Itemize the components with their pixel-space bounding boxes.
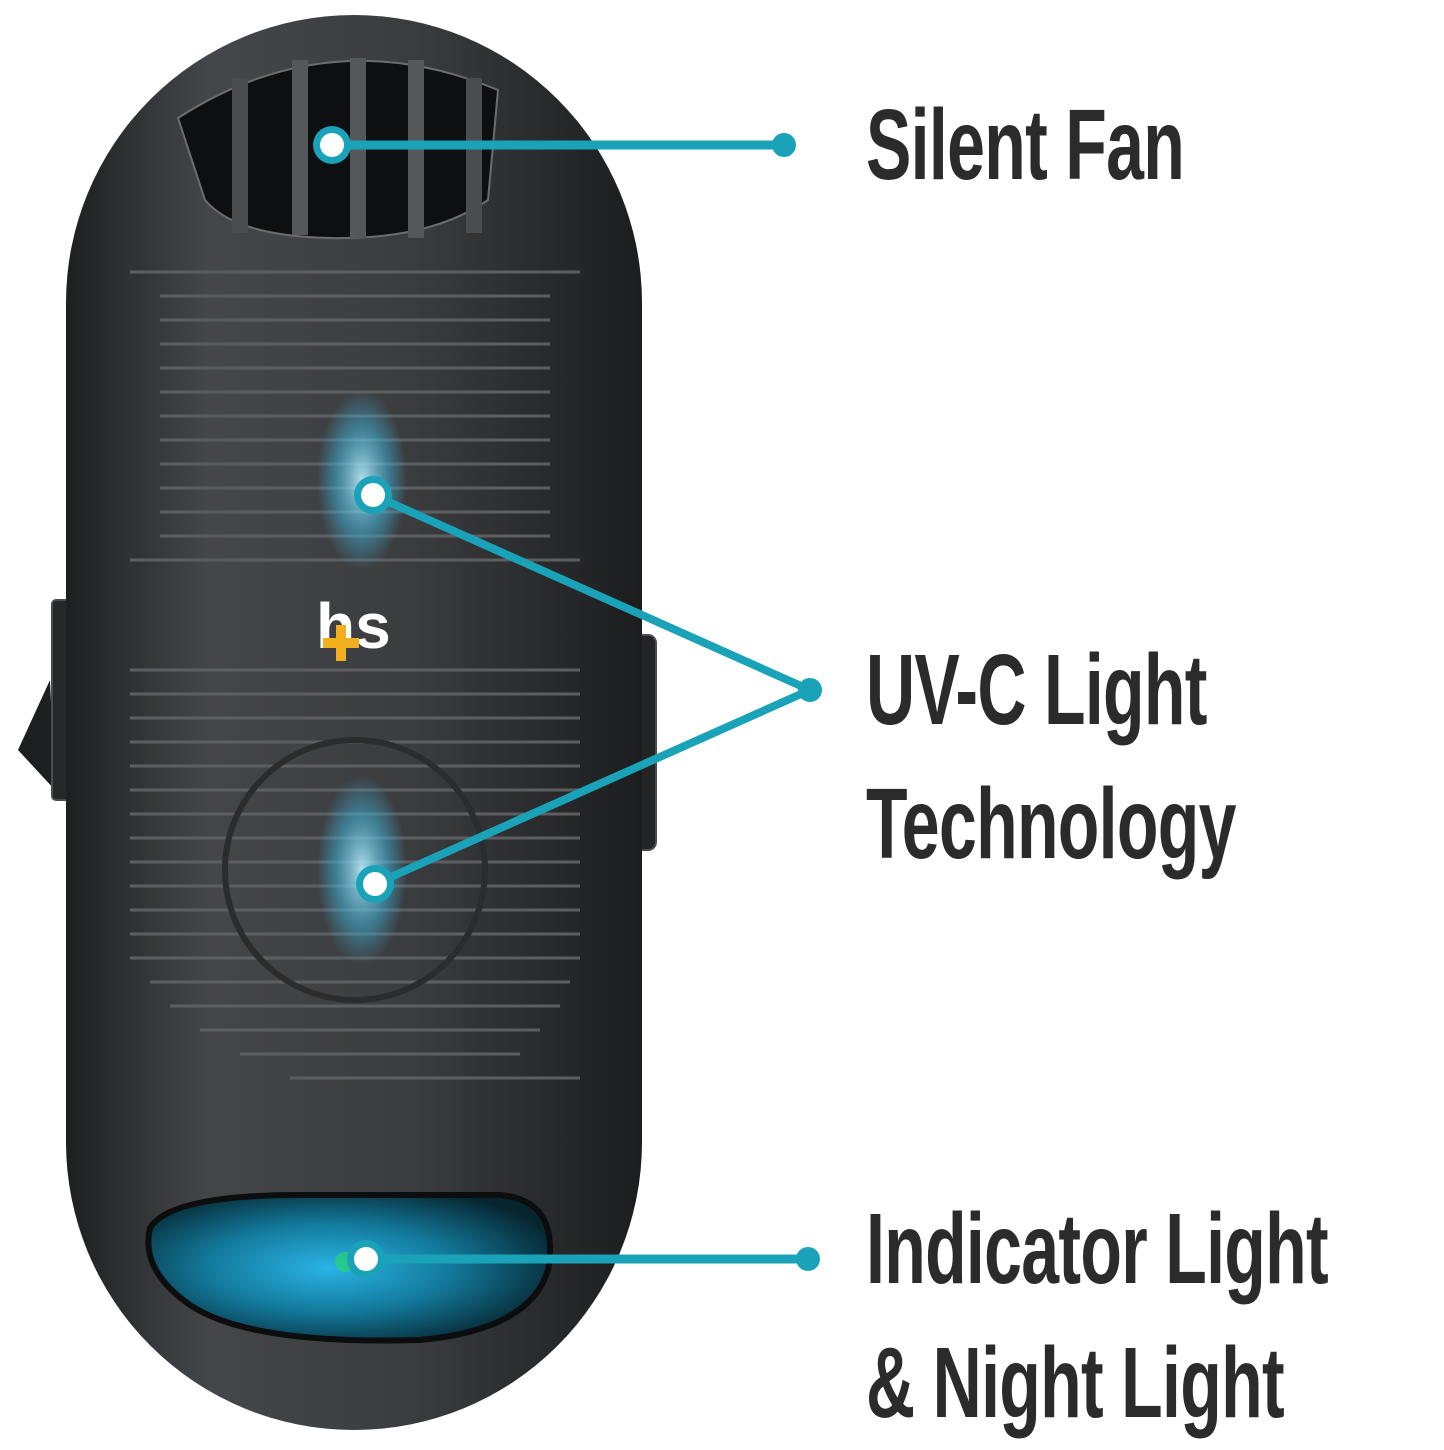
fan-ring xyxy=(222,737,488,1003)
callout-uvc-line xyxy=(354,476,822,903)
label-line: Silent Fan xyxy=(866,89,1185,201)
label-silent-fan: Silent Fan xyxy=(866,78,1185,212)
label-line: Technology xyxy=(866,768,1236,880)
label-uvc-light: UV-C Light Technology xyxy=(866,623,1236,891)
callout-indicator-line xyxy=(347,1240,820,1278)
callout-silent-fan-line xyxy=(313,126,796,164)
label-line: Indicator Light xyxy=(866,1193,1329,1305)
label-line: & Night Light xyxy=(866,1327,1285,1439)
uv-glow-lower xyxy=(317,775,407,965)
label-indicator-light: Indicator Light & Night Light xyxy=(866,1182,1329,1450)
svg-text:hs: hs xyxy=(316,590,391,662)
brand-logo: hs xyxy=(316,590,391,662)
label-line: UV-C Light xyxy=(866,634,1207,746)
